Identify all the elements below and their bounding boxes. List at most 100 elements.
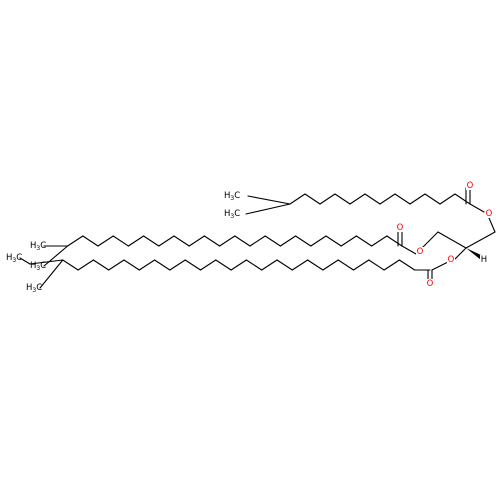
chain1-bond bbox=[439, 193, 456, 205]
chain3-bond bbox=[291, 259, 309, 271]
methyl-label-chain2-b: H3C bbox=[30, 261, 46, 272]
chain2-bond bbox=[325, 235, 342, 247]
chain2-bond bbox=[127, 235, 145, 247]
methyl-label-chain1-b-sub: 3 bbox=[230, 213, 234, 220]
chain2-bond bbox=[249, 235, 266, 247]
chain1-branch-bond bbox=[245, 203, 291, 215]
chain3-bond bbox=[368, 259, 385, 271]
chain2-bond bbox=[219, 235, 236, 247]
hydrogen-stereo: H bbox=[481, 255, 487, 265]
chain1-bond bbox=[304, 193, 321, 205]
chain2-bond bbox=[203, 235, 221, 247]
chain3-bond bbox=[230, 259, 247, 271]
backbone-c1-o1-bond bbox=[488, 217, 496, 233]
chain2-bond bbox=[97, 235, 114, 247]
chain2-bond bbox=[158, 235, 175, 247]
chain3-bond bbox=[215, 259, 232, 271]
chain2-bond bbox=[67, 235, 84, 247]
methyl-label-chain2-b-c: C bbox=[40, 261, 46, 271]
chain1-bond bbox=[319, 193, 336, 205]
chain2-bond bbox=[355, 235, 373, 247]
methyl-label-chain2-a-c: C bbox=[40, 241, 46, 251]
chain1-bond bbox=[364, 193, 381, 205]
chain3-bond bbox=[123, 259, 140, 271]
chain3-bond bbox=[154, 259, 171, 271]
chain2-bond bbox=[173, 235, 190, 247]
oxygen-carbonyl-1-bg bbox=[466, 181, 474, 190]
bond-layer bbox=[19, 187, 496, 289]
chain3-bond bbox=[184, 259, 202, 271]
chain3-bond bbox=[169, 259, 186, 271]
chain1-bond bbox=[379, 193, 396, 205]
backbone-c1-c2-bond bbox=[465, 231, 496, 249]
stereo-wedge bbox=[466, 248, 483, 260]
methyl-label-chain2-a-sub: 3 bbox=[36, 245, 40, 252]
chain2-bond bbox=[340, 235, 357, 247]
chain3-bond bbox=[276, 259, 293, 271]
chain3-bond bbox=[199, 259, 217, 271]
oxygen-ester-1-bg bbox=[485, 209, 493, 218]
oxygen-ester-2-bg bbox=[416, 247, 424, 256]
oxygen-carbonyl-3: O bbox=[427, 279, 434, 289]
chain1-bond bbox=[349, 193, 366, 205]
hydrogen-stereo-bg bbox=[480, 255, 488, 264]
backbone-c2-c3-bond bbox=[437, 231, 467, 249]
chain3-branch-bond bbox=[29, 259, 64, 265]
chain2-o-carbonyl-bond bbox=[401, 245, 417, 255]
chain2-bond bbox=[143, 235, 160, 247]
oxygen-ester-3: O bbox=[448, 255, 455, 265]
methyl-label-chain3-b-h: H bbox=[26, 283, 32, 293]
chain3-bond bbox=[398, 259, 416, 271]
chain3-bond bbox=[108, 259, 125, 271]
chain3-bond bbox=[383, 259, 400, 271]
oxygen-carbonyl-1: O bbox=[467, 181, 474, 191]
chain2-bond bbox=[234, 235, 251, 247]
chain2-bond bbox=[264, 235, 281, 247]
oxygen-ester-2: O bbox=[417, 247, 424, 257]
chain3-bond bbox=[92, 259, 110, 271]
chain2-bond bbox=[279, 235, 297, 247]
methyl-label-chain1-a-sub: 3 bbox=[230, 195, 234, 202]
chain1-bond bbox=[454, 193, 471, 205]
methyl-label-chain1-a-c: C bbox=[234, 191, 240, 201]
chain1-bond bbox=[394, 193, 411, 205]
chain1-bond bbox=[289, 193, 306, 205]
chain3-branch-bond bbox=[39, 259, 64, 289]
oxygen-carbonyl-2-bg bbox=[396, 223, 404, 232]
oxygen-ester-3-bg bbox=[447, 255, 455, 264]
methyl-label-chain1-b-c: C bbox=[234, 209, 240, 219]
chain2-bond bbox=[371, 235, 388, 247]
methyl-label-chain3-b-c: C bbox=[36, 283, 42, 293]
methyl-label-chain3-a-sub: 3 bbox=[12, 257, 16, 264]
chain2-bond bbox=[386, 235, 403, 247]
chain2-bond bbox=[112, 235, 129, 247]
chain1-bond bbox=[334, 193, 351, 205]
chain1-bond bbox=[409, 193, 426, 205]
chain2-bond bbox=[295, 235, 312, 247]
chain1-bond bbox=[424, 193, 441, 205]
methyl-label-chain1-b-h: H bbox=[224, 209, 230, 219]
chain3-o-carbonyl-bond bbox=[431, 261, 449, 271]
methyl-label-chain2-a: H3C bbox=[30, 241, 46, 252]
chain1-o-carbonyl-bond bbox=[469, 203, 485, 213]
chain3-bond bbox=[245, 259, 263, 271]
methyl-label-chain1-a-h: H bbox=[224, 191, 230, 201]
oxygen-carbonyl-3-bg bbox=[426, 279, 434, 288]
chain3-ethyl-bond bbox=[19, 257, 31, 265]
oxygen-ester-1: O bbox=[486, 209, 493, 219]
chain3-bond bbox=[322, 259, 339, 271]
chain3-bond bbox=[138, 259, 156, 271]
methyl-label-chain2-b-sub: 3 bbox=[36, 265, 40, 272]
chain2-bond bbox=[188, 235, 205, 247]
methyl-label-chain2-a-h: H bbox=[30, 241, 36, 251]
methyl-label-chain2-b-h: H bbox=[30, 261, 36, 271]
chain3-bond bbox=[77, 259, 94, 271]
chain3-bond bbox=[352, 259, 370, 271]
chain2-bond bbox=[310, 235, 327, 247]
chain2-bond bbox=[82, 235, 99, 247]
methyl-label-chain3-a-h: H bbox=[6, 253, 12, 263]
oxygen-carbonyl-2: O bbox=[397, 223, 404, 233]
methyl-label-chain1-b: H3C bbox=[224, 209, 240, 220]
chain3-bond bbox=[307, 259, 324, 271]
